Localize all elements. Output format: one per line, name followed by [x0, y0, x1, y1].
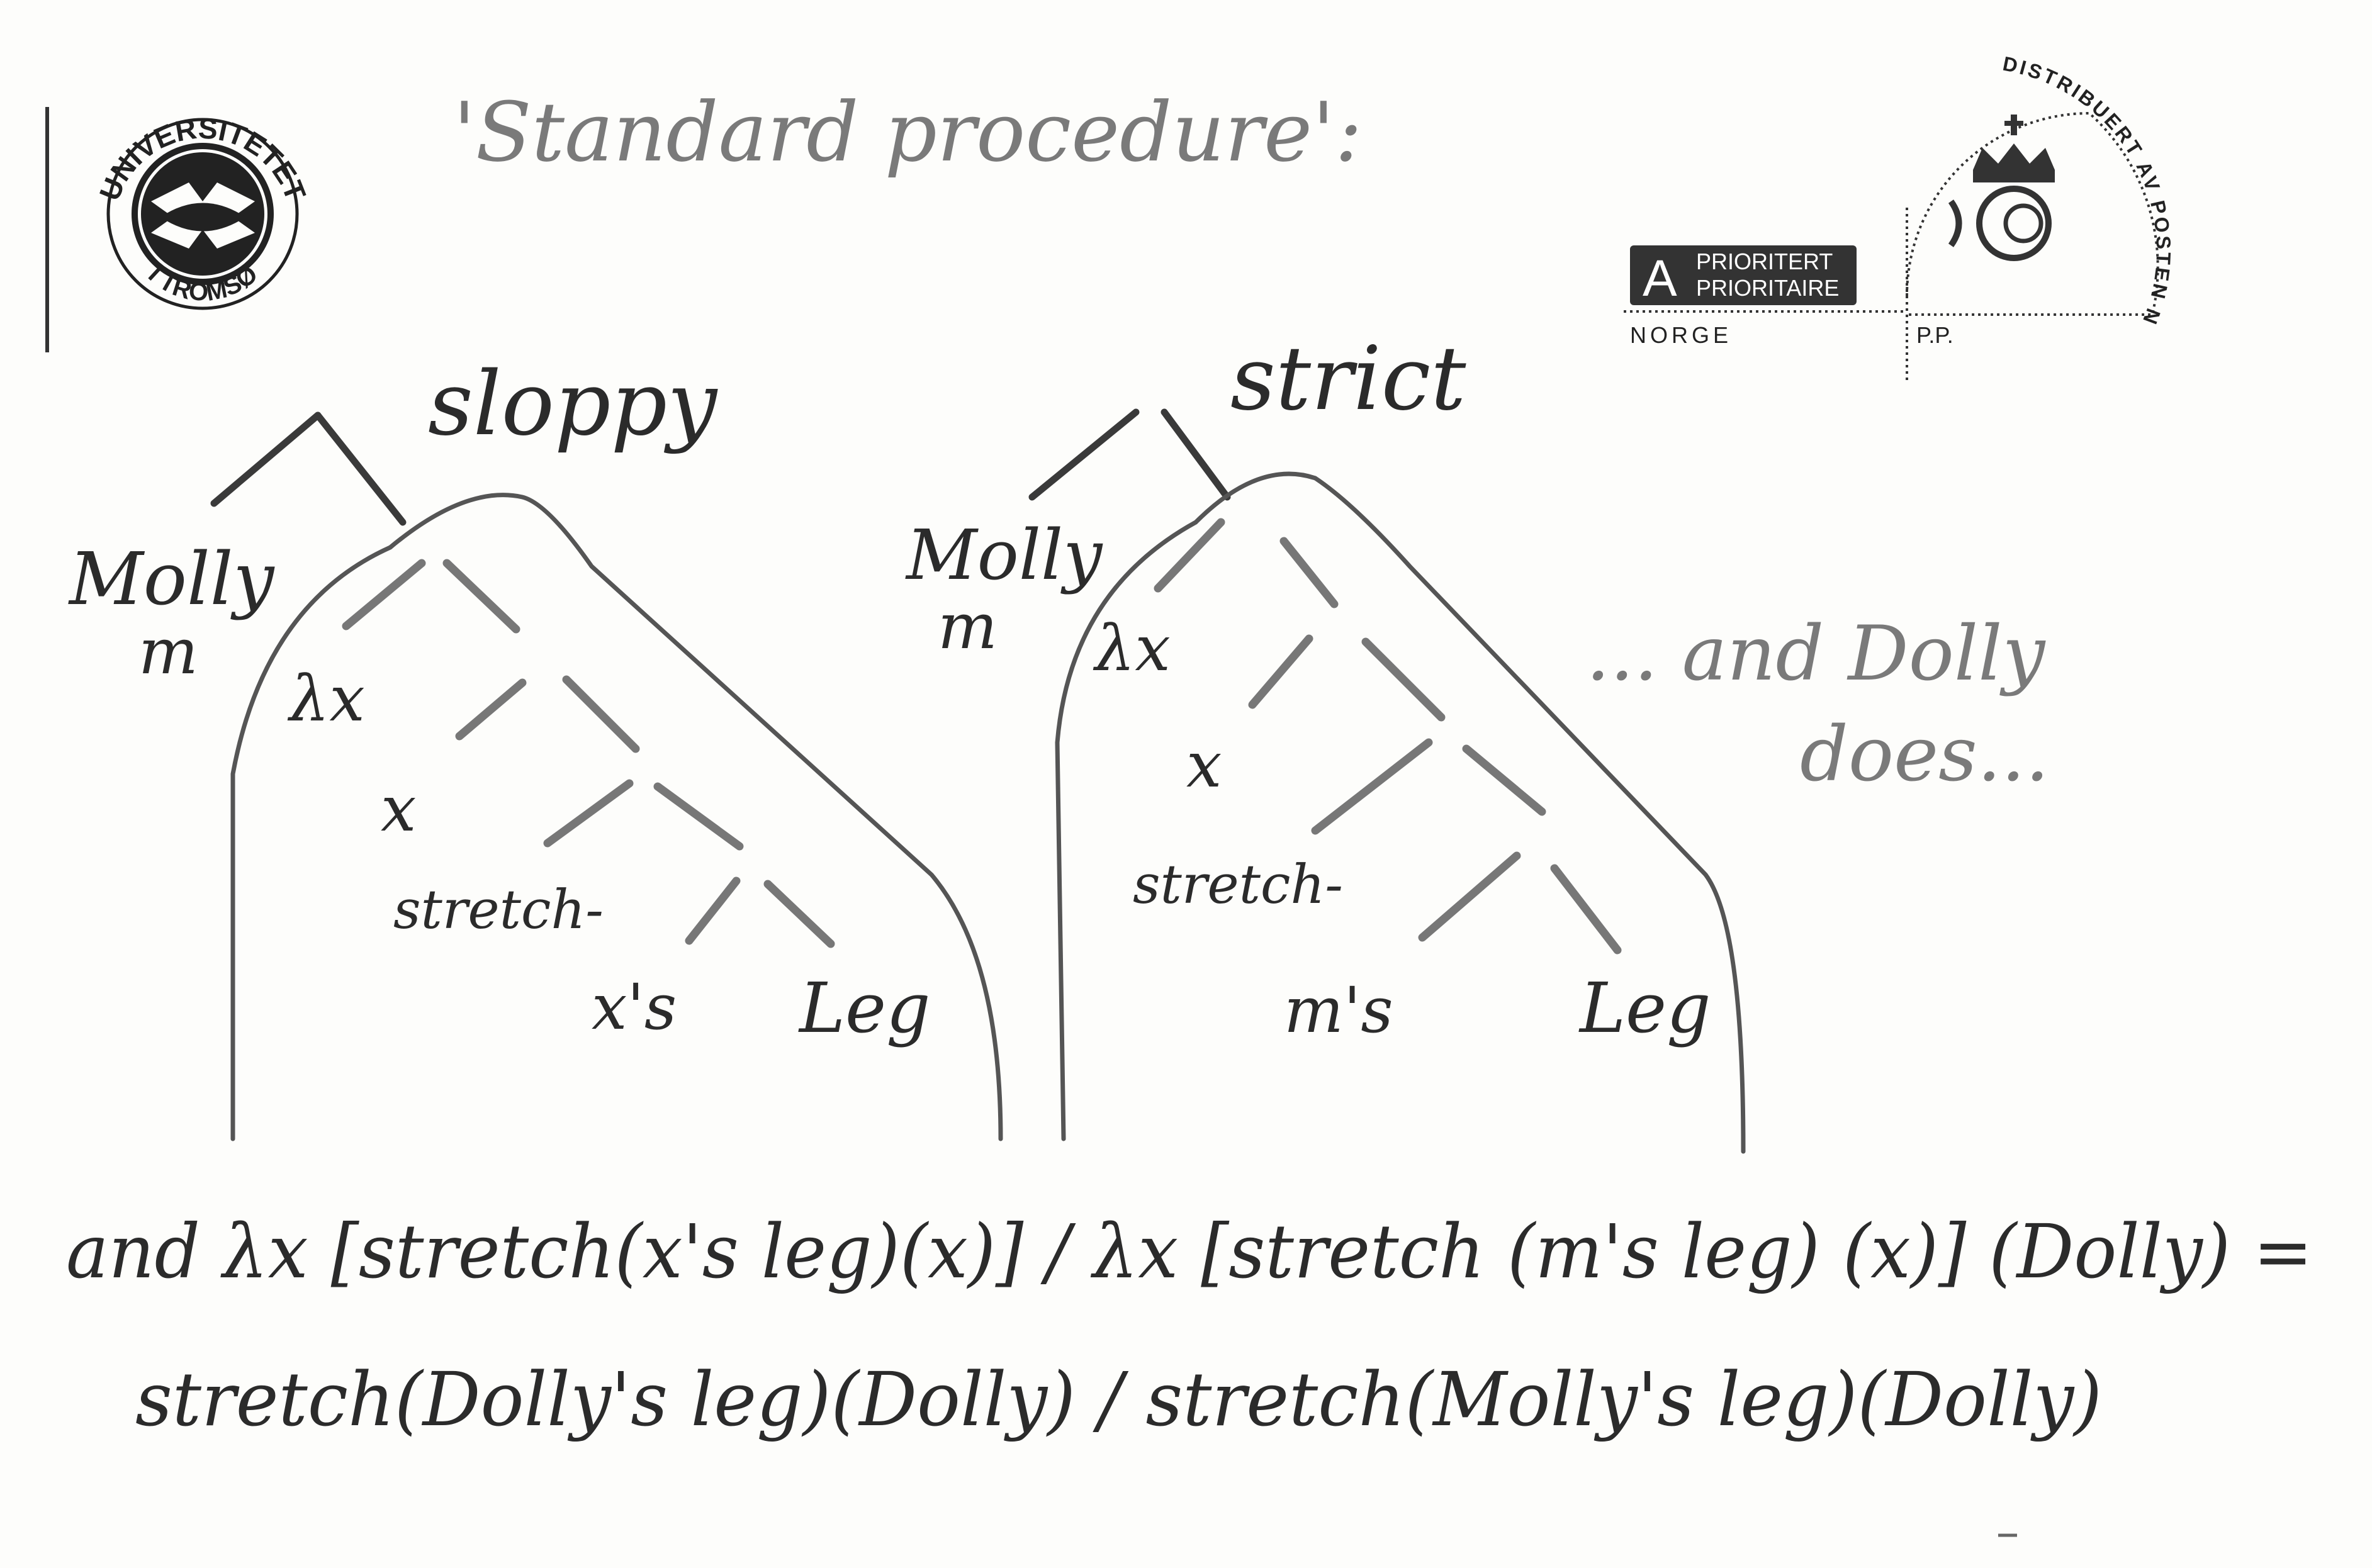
formula-line-2: stretch(Dolly's leg)(Dolly) / stretch(Mo…	[135, 1356, 2102, 1443]
sloppy-branch-noun	[763, 880, 835, 948]
formula-line-1: and λx [stretch(x's leg)(x)] / λx [stret…	[66, 1208, 2313, 1295]
sloppy-branch-lambda	[342, 559, 426, 630]
post-horn-icon	[1948, 115, 2055, 261]
strict-branch-verb	[1311, 738, 1433, 835]
sloppy-possessor: x's	[592, 970, 677, 1044]
strict-branch-lambda	[1154, 518, 1225, 593]
sloppy-subject-index: m	[138, 615, 198, 688]
sloppy-tree: sloppy Molly m λx x stretch- x's Leg	[68, 353, 1003, 1141]
sloppy-branch-var	[455, 678, 527, 741]
sloppy-noun: Leg	[798, 968, 931, 1048]
pp-label: P.P.	[1916, 322, 1953, 348]
sloppy-branch-root-right	[314, 412, 407, 526]
priority-line-1: PRIORITERT	[1696, 249, 1833, 274]
continuation-line-2: does...	[1800, 711, 2049, 798]
sloppy-var: x	[381, 772, 416, 846]
sloppy-label: sloppy	[428, 353, 718, 456]
strict-noun: Leg	[1578, 968, 1711, 1048]
sloppy-branch-root-left	[210, 412, 322, 507]
priority-line-2: PRIORITAIRE	[1696, 275, 1839, 301]
country-label: NORGE	[1630, 322, 1732, 348]
strict-branch-var	[1248, 634, 1313, 709]
strict-possessor: m's	[1284, 973, 1393, 1047]
priority-class-letter: A	[1643, 250, 1677, 307]
strict-subject-index: m	[938, 590, 998, 663]
strict-branch-possessor	[1418, 851, 1521, 942]
strict-branch-root-left	[1028, 408, 1140, 501]
postage-indicia: A PRIORITERT PRIORITAIRE NORGE P.P. DIST…	[0, 0, 2172, 384]
strict-scope-outline	[1055, 471, 1746, 1154]
strict-branch-root-right	[1161, 408, 1231, 501]
strict-branch-body	[1279, 537, 1339, 608]
continuation-line-1: ... and Dolly	[1586, 610, 2047, 698]
strict-branch-vp	[1361, 637, 1446, 722]
strict-tree: strict Molly m λx x stretch- m's Leg	[905, 328, 1746, 1154]
sloppy-branch-possessor	[685, 876, 741, 945]
sloppy-branch-vp	[562, 675, 640, 753]
sloppy-branch-object	[653, 782, 744, 851]
sloppy-scope-outline	[230, 493, 1003, 1141]
sloppy-branch-body	[442, 559, 520, 634]
strict-lambda: λx	[1093, 612, 1171, 685]
page-title: 'Standard procedure':	[453, 84, 1363, 180]
strict-label: strict	[1230, 328, 1466, 430]
strict-subject: Molly	[905, 515, 1103, 595]
university-seal: UNIVERSITETET I TROMSØ	[93, 111, 313, 310]
strict-branch-object	[1462, 744, 1546, 816]
sloppy-verb: stretch-	[393, 879, 604, 941]
strict-branch-noun	[1550, 864, 1622, 955]
sloppy-subject: Molly	[68, 537, 276, 622]
strict-var: x	[1186, 728, 1222, 802]
sloppy-lambda: λx	[287, 662, 365, 736]
priority-badge	[1630, 245, 1857, 305]
strict-verb: stretch-	[1133, 854, 1343, 916]
sloppy-branch-verb	[543, 779, 634, 848]
